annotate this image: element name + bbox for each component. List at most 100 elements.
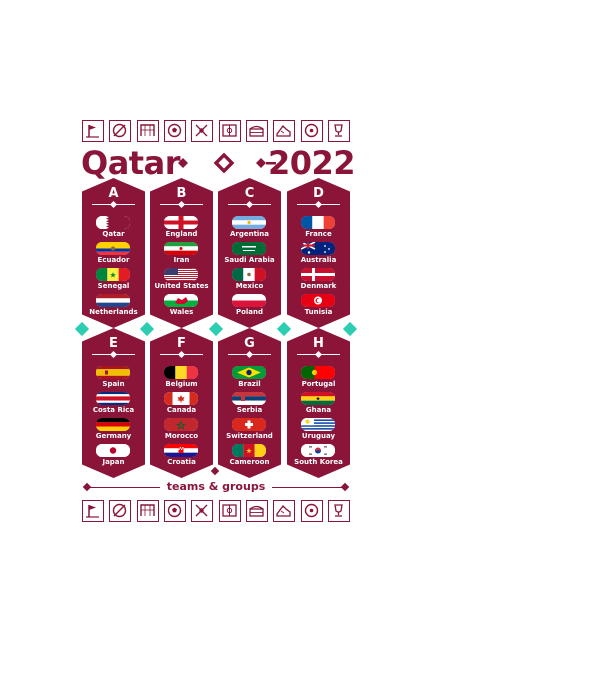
center-circle-icon	[300, 500, 323, 522]
team-name: Netherlands	[89, 308, 138, 316]
team-england: England	[150, 216, 213, 240]
flag-canada-icon	[164, 392, 198, 405]
center-circle-icon	[300, 120, 323, 142]
flag-ecuador-icon	[96, 242, 130, 255]
flag-argentina-icon	[232, 216, 266, 229]
stadium-icon	[245, 120, 268, 142]
team-name: Wales	[169, 308, 194, 316]
football-icon	[163, 500, 186, 522]
group-divider	[297, 354, 340, 355]
flag-cameroon-icon	[232, 444, 266, 457]
flag-germany-icon	[96, 418, 130, 431]
team-uruguay: Uruguay	[287, 418, 350, 442]
flag-ghana-icon	[301, 392, 335, 405]
team-name: Argentina	[229, 230, 270, 238]
flag-japan-icon	[96, 444, 130, 457]
flag-south-korea-icon	[301, 444, 335, 457]
offside-icon	[109, 120, 132, 142]
team-cameroon: Cameroon	[218, 444, 281, 468]
team-name: Ecuador	[97, 256, 130, 264]
team-saudi-arabia: Saudi Arabia	[218, 242, 281, 266]
flag-belgium-icon	[164, 366, 198, 379]
team-argentina: Argentina	[218, 216, 281, 240]
flag-wales-icon	[164, 294, 198, 307]
group-letter: D	[313, 186, 324, 201]
group-letter: A	[108, 186, 119, 201]
footer-line-right	[272, 487, 342, 488]
stadium-icon	[245, 500, 268, 522]
team-name: Spain	[102, 380, 125, 388]
mid-dot	[210, 466, 220, 476]
group-divider	[92, 354, 135, 355]
footer-dot-right	[340, 482, 350, 492]
team-name: Germany	[95, 432, 132, 440]
group-letter: B	[176, 186, 187, 201]
team-name: Serbia	[236, 406, 263, 414]
flag-mexico-icon	[232, 268, 266, 281]
goal-icon	[136, 120, 159, 142]
team-denmark: Denmark	[287, 268, 350, 292]
flag-uruguay-icon	[301, 418, 335, 431]
team-name: Switzerland	[226, 432, 273, 440]
team-morocco: Morocco	[150, 418, 213, 442]
group-divider	[92, 204, 135, 205]
team-iran: Iran	[150, 242, 213, 266]
team-name: Brazil	[238, 380, 261, 388]
gem-left	[74, 321, 90, 337]
group-divider	[297, 204, 340, 205]
team-name: Qatar	[102, 230, 125, 238]
team-name: France	[305, 230, 332, 238]
flag-australia-icon	[301, 242, 335, 255]
team-switzerland: Switzerland	[218, 418, 281, 442]
group-divider	[228, 354, 271, 355]
group-letter: G	[244, 336, 255, 351]
flag-tunisia-icon	[301, 294, 335, 307]
corner-flag-icon	[82, 120, 104, 142]
flag-costa-rica-icon	[96, 392, 130, 405]
team-name: Uruguay	[301, 432, 336, 440]
flag-england-icon	[164, 216, 198, 229]
subtitle: teams & groups	[166, 480, 266, 493]
team-name: Cameroon	[229, 458, 270, 466]
goal-icon	[136, 500, 159, 522]
flag-denmark-icon	[301, 268, 335, 281]
gem-ab	[139, 321, 155, 337]
team-brazil: Brazil	[218, 366, 281, 390]
title-qatar: Qatar	[81, 144, 180, 182]
team-japan: Japan	[82, 444, 145, 468]
flag-portugal-icon	[301, 366, 335, 379]
team-tunisia: Tunisia	[287, 294, 350, 318]
team-name: Japan	[102, 458, 125, 466]
icon-row-top	[82, 120, 350, 142]
team-name: Costa Rica	[92, 406, 135, 414]
trophy-icon	[327, 120, 350, 142]
corner-flag-icon	[82, 500, 104, 522]
pitch-icon	[218, 500, 241, 522]
icon-row-bottom	[82, 500, 350, 522]
team-wales: Wales	[150, 294, 213, 318]
flag-saudi-arabia-icon	[232, 242, 266, 255]
gem-right	[342, 321, 358, 337]
team-south-korea: South Korea	[287, 444, 350, 468]
team-canada: Canada	[150, 392, 213, 416]
team-costa-rica: Costa Rica	[82, 392, 145, 416]
team-australia: Australia	[287, 242, 350, 266]
team-name: Australia	[300, 256, 337, 264]
team-name: Ghana	[305, 406, 332, 414]
team-qatar: Qatar	[82, 216, 145, 240]
group-letter: F	[177, 336, 186, 351]
tactics-icon	[191, 120, 214, 142]
flag-poland-icon	[232, 294, 266, 307]
pitch-icon	[218, 120, 241, 142]
flag-croatia-icon	[164, 444, 198, 457]
gem-bc	[208, 321, 224, 337]
team-name: Iran	[173, 256, 190, 264]
team-portugal: Portugal	[287, 366, 350, 390]
team-name: Senegal	[97, 282, 130, 290]
